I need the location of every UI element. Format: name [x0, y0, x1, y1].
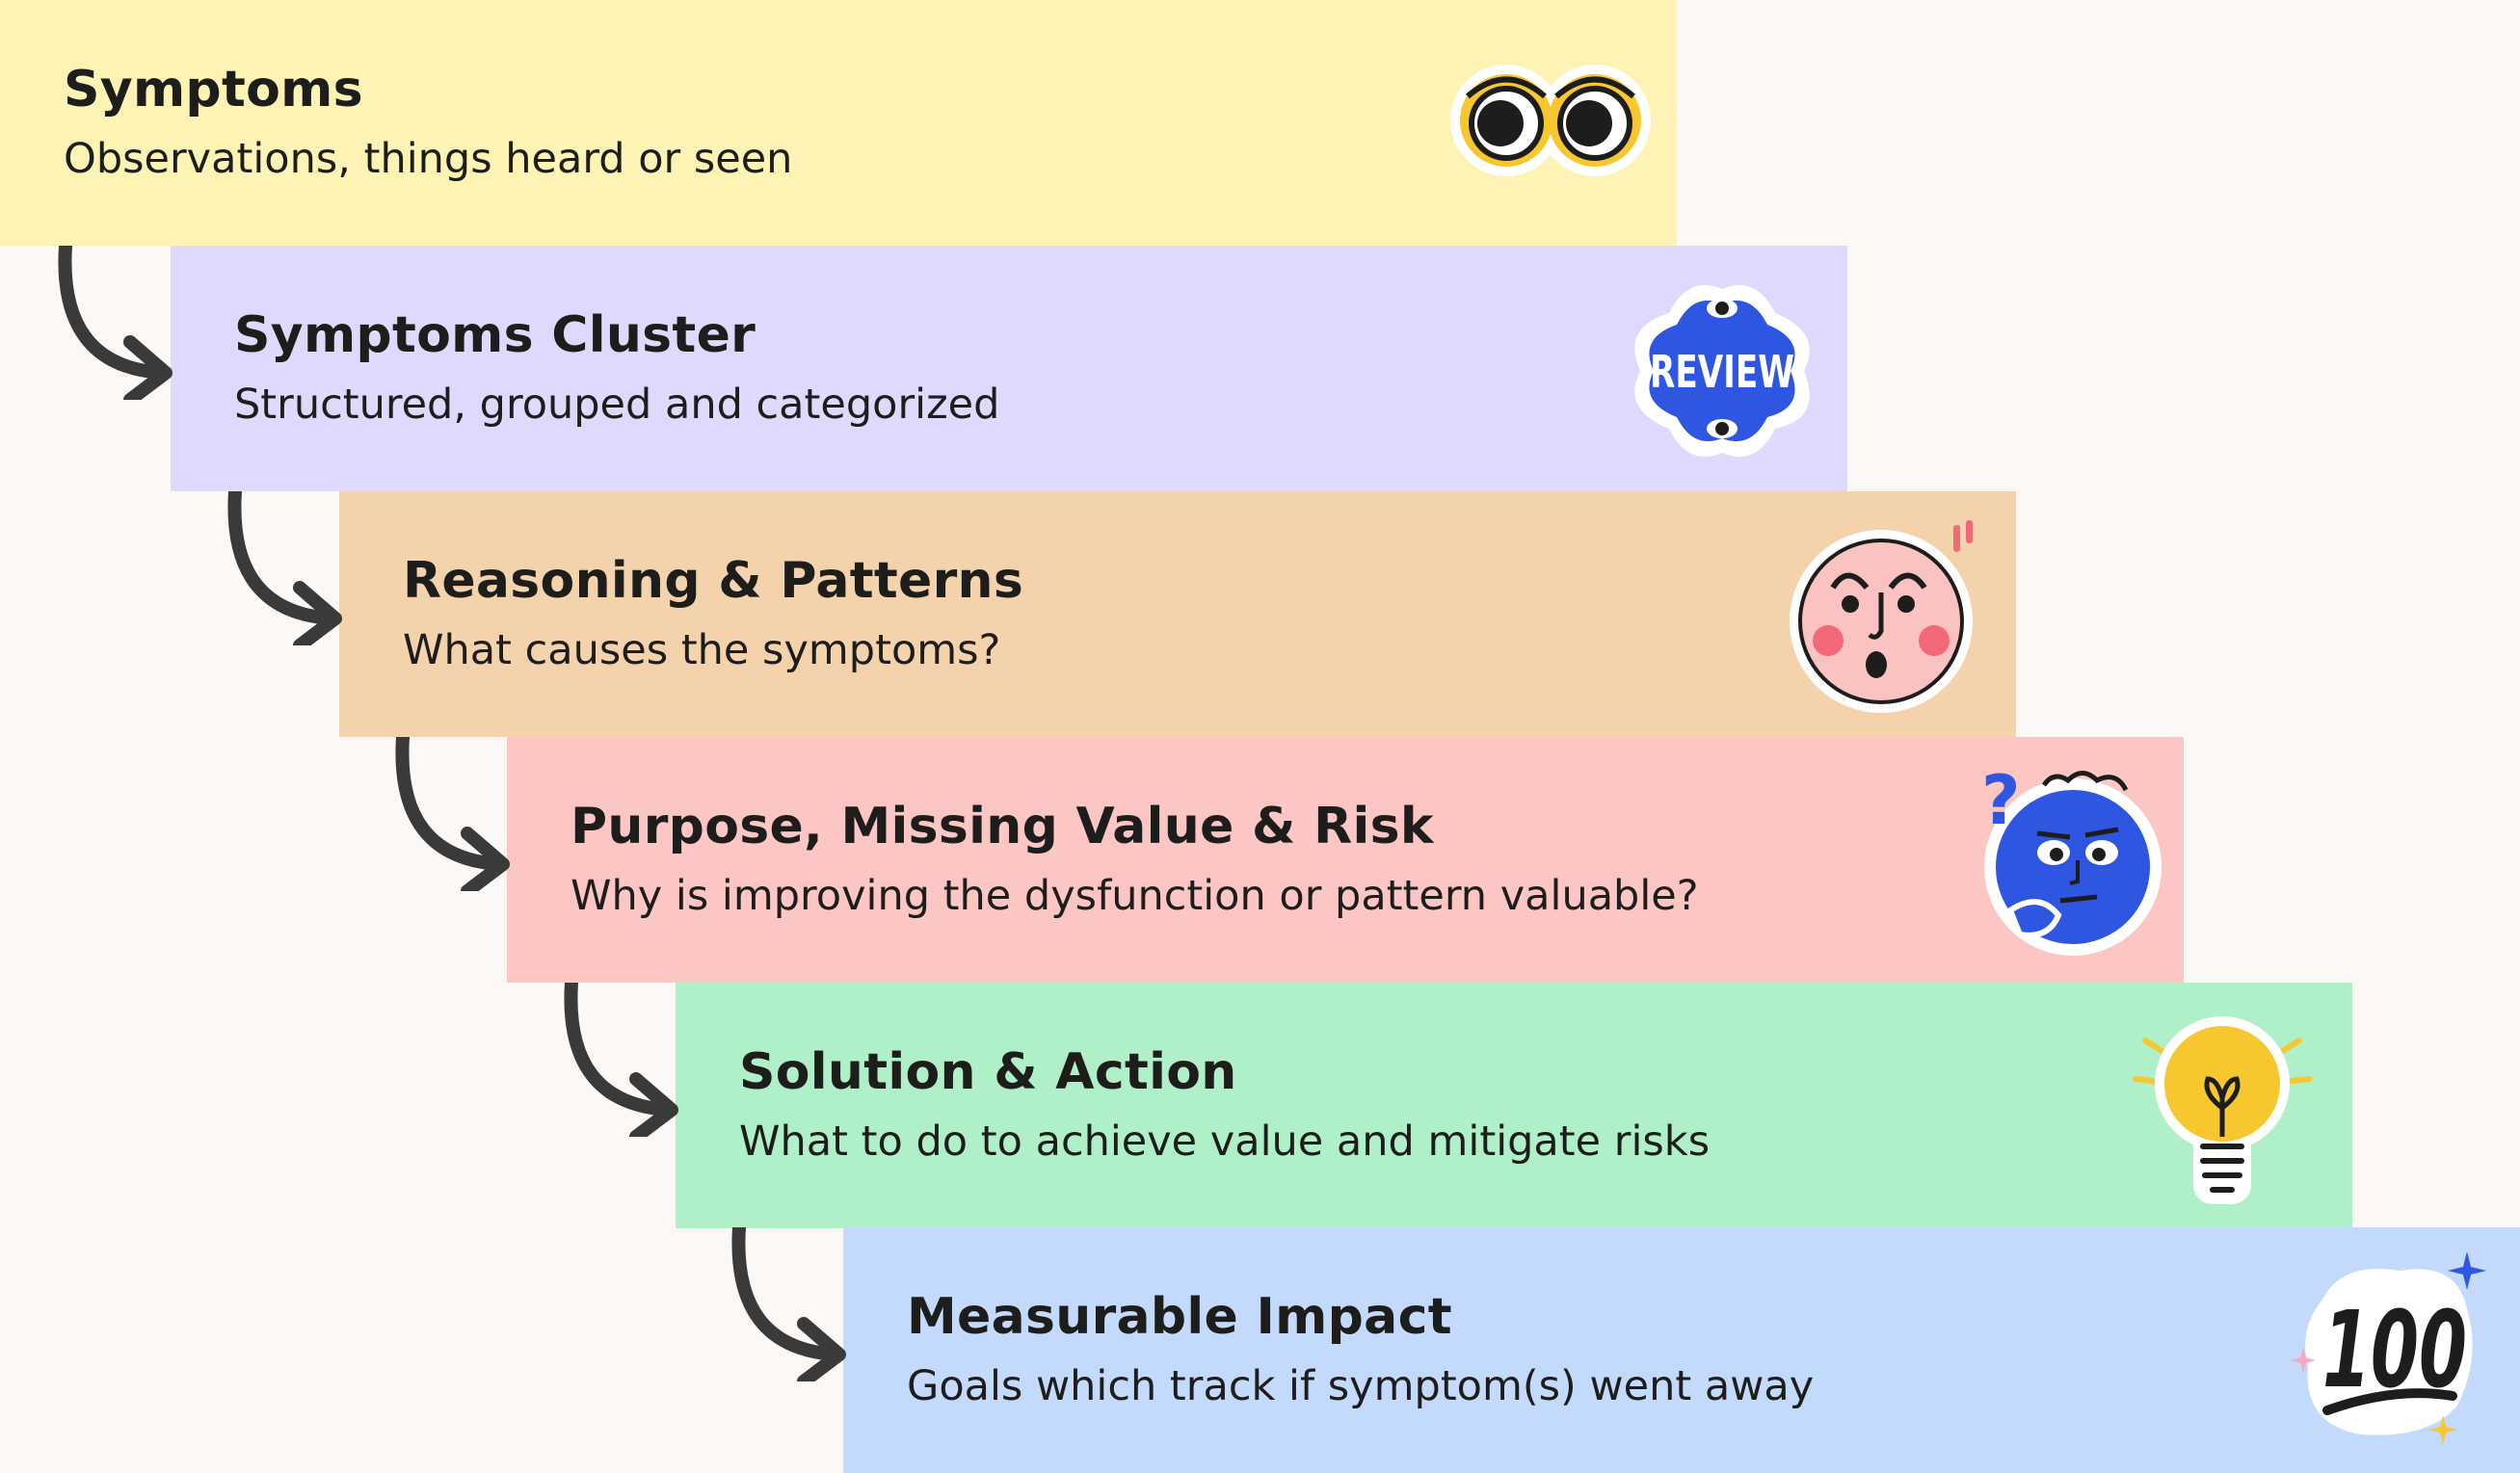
- step-subtitle: Goals which track if symptom(s) went awa…: [907, 1362, 1815, 1410]
- step-subtitle: Observations, things heard or seen: [64, 135, 793, 183]
- eyes-icon: [1450, 65, 1651, 176]
- lightbulb-icon: [2133, 1016, 2312, 1204]
- step-solution-action: Solution & Action What to do to achieve …: [676, 983, 2352, 1228]
- curved-arrow-icon: [227, 491, 342, 645]
- step-subtitle: What causes the symptoms?: [403, 626, 1001, 674]
- step-subtitle: Why is improving the dysfunction or patt…: [570, 872, 1699, 920]
- curved-arrow-icon: [564, 983, 678, 1137]
- step-measurable-impact: Measurable Impact Goals which track if s…: [843, 1227, 2520, 1473]
- curved-arrow-icon: [731, 1227, 846, 1381]
- curved-arrow-icon: [58, 246, 172, 400]
- surprised-face-icon: [1790, 520, 1973, 713]
- review-sticker-label: REVIEW: [1650, 346, 1794, 398]
- step-title: Solution & Action: [739, 1043, 1237, 1101]
- step-title: Measurable Impact: [907, 1288, 1452, 1346]
- step-reasoning-patterns: Reasoning & Patterns What causes the sym…: [339, 491, 2016, 737]
- curved-arrow-icon: [395, 737, 510, 891]
- review-sticker-icon: REVIEW: [1634, 284, 1810, 458]
- thinking-face-icon: ?: [1981, 761, 2162, 956]
- step-subtitle: Structured, grouped and categorized: [234, 381, 1000, 429]
- hundred-points-icon: 100: [2291, 1251, 2486, 1444]
- step-subtitle: What to do to achieve value and mitigate…: [739, 1118, 1711, 1166]
- step-title: Symptoms: [64, 61, 363, 118]
- step-symptoms-cluster: Symptoms Cluster Structured, grouped and…: [171, 246, 1847, 491]
- step-title: Purpose, Missing Value & Risk: [570, 798, 1434, 855]
- svg-text:?: ?: [1981, 761, 2021, 840]
- step-title: Reasoning & Patterns: [403, 552, 1024, 610]
- step-symptoms: Symptoms Observations, things heard or s…: [0, 0, 1677, 246]
- step-title: Symptoms Cluster: [234, 306, 756, 364]
- step-purpose-value-risk: Purpose, Missing Value & Risk Why is imp…: [507, 737, 2184, 983]
